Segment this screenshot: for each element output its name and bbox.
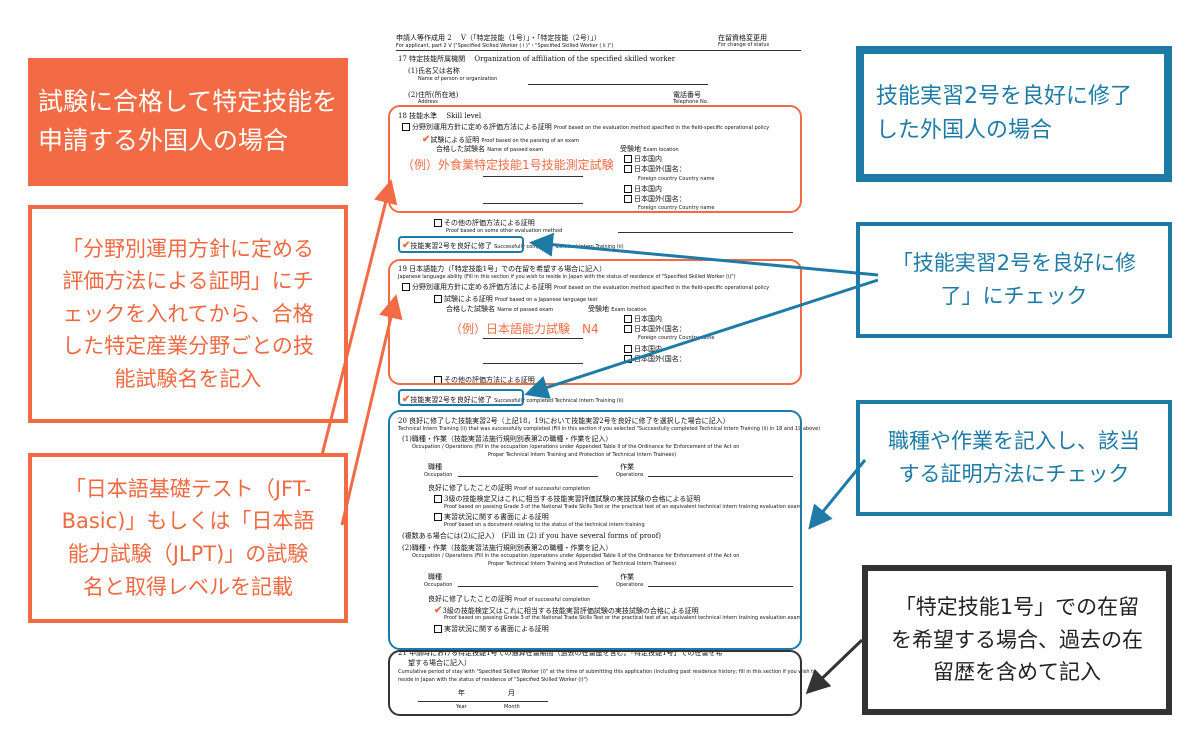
month-label: 月 (508, 689, 515, 697)
occupation-label-1: 職種 (428, 463, 442, 471)
other-method-18-en: Proof based on some other evaluation met… (446, 228, 563, 234)
section-20-occ-en2-1: Proper Technical Intern Training and Pro… (488, 452, 677, 458)
example-skill-exam: （例）外食業特定技能1号技能測定試験 (402, 158, 614, 172)
callout-stay-history: 「特定技能1号」での在留 を希望する場合、過去の在 留歴を含めて記入 (862, 565, 1172, 715)
frame-section-20 (388, 410, 802, 650)
operation-label-en-1: Operations (616, 472, 644, 478)
section-20-occ-2: (2)職種・作業（技能実習法施行規則別表第2の職種・作業を記入） (402, 544, 613, 552)
section-17-title: 17 特定技能所属機関 Organization of affiliation … (398, 55, 676, 63)
section-17-tel: 電話番号 (673, 91, 701, 99)
exam-location-label-19: 受験地 Exam location (588, 305, 647, 313)
occupation-label-en-2: Occupation (424, 582, 453, 588)
frame-intern-ok-19 (398, 389, 524, 406)
example-japanese-exam: （例）日本語能力試験 N4 (450, 322, 599, 336)
section-20-occ-en-2: Occupation / Operations (Fill in the occ… (412, 553, 740, 559)
foreign-country-3: Foreign country Country name (638, 335, 715, 341)
passed-exam-label: 合格した試験名 Name of passed exam (436, 145, 544, 153)
section-20-occ-1: (1)職種・作業（技能実習法施行規則別表第2の職種・作業を記入） (402, 435, 613, 443)
loc-japan-4: 日本国内 (624, 344, 662, 354)
section-17-address: (2)住所(所在地) (408, 91, 459, 99)
callout-check-intern: 「技能実習2号を良好に修 了」にチェック (856, 222, 1172, 338)
arrow-intern-18 (529, 232, 879, 277)
section-19-en: Japanese language ability (Fill in this … (398, 274, 736, 280)
month-label-en: Month (504, 704, 520, 710)
section-21-title-b: 望する場合に記入） (408, 659, 471, 667)
section-19-field: 分野別運用方針に定める評価方法による証明 Proof based on the … (402, 282, 769, 292)
callout-japanese-test: 「日本語基礎テスト（JFT- Basic)」もしくは「日本語 能力試験（JLPT… (28, 453, 348, 623)
proof-a-2: ✔3級の技能検定又はこれに相当する技能実習評価試験の実技試験の合格による証明 (434, 605, 699, 616)
form-header: 申請人等作成用 2 V（「特定技能（1号）」・「特定技能（2号）」） (396, 34, 601, 42)
form-header-en: For applicant, part 2 V ("Specified Skil… (396, 43, 614, 49)
status-label: 在留資格変更用 (718, 34, 767, 42)
section-18-exam: ✔試験による証明 Proof based on the passing of a… (422, 134, 579, 145)
occupation-label-2: 職種 (428, 573, 442, 581)
section-20-en: Technical Intern Training (ii) that was … (398, 426, 821, 432)
loc-abroad-3: 日本国外(国名： (624, 324, 686, 334)
section-20-title: 20 良好に修了した技能実習2号（上記18，19において技能実習2号を良好に修了… (398, 417, 730, 425)
arrow-stay-history (805, 638, 864, 695)
arrow-intern-19 (524, 278, 879, 399)
loc-japan-3: 日本国内 (624, 314, 662, 324)
section-21-title: 21 申請時における特定技能1号での通算在留期間（過去の在留歴を含む。「特定技能… (398, 649, 723, 657)
other-method-18: その他の評価方法による証明 (434, 218, 535, 228)
proof-b-en-1: Proof based on a document relating to th… (444, 522, 645, 528)
section-18-title: 18 技能水準 Skill level (398, 112, 482, 120)
loc-abroad-2: 日本国外(国名： (624, 194, 686, 204)
arrow-japanese-test (340, 294, 403, 526)
callout-field-method: 「分野別運用方針に定める 評価方法による証明」にチ ェックを入れてから、合格 し… (28, 205, 348, 423)
passed-exam-label-19: 合格した試験名 Name of passed exam (446, 305, 554, 313)
frame-section-18 (388, 105, 802, 213)
year-label: 年 (458, 689, 465, 697)
intern-ok-18: ✔技能実習2号を良好に修了 Successfully completed Tec… (402, 240, 624, 251)
callout-occupation: 職種や作業を記入し、該当 する証明方法にチェック (856, 400, 1172, 516)
proof-a-1: 3級の技能検定又はこれに相当する技能実習評価試験の実技試験の合格による証明 (434, 494, 700, 504)
proof-a-en-1: Proof based on passing Grade 3 of the Na… (444, 504, 802, 510)
section-17-name: (1)氏名又は名称 (408, 67, 460, 75)
loc-japan-2: 日本国内 (624, 184, 662, 194)
exam-location-label: 受験地 Exam location (620, 145, 679, 153)
foreign-country-1: Foreign country Country name (638, 176, 715, 182)
section-19-exam: 試験による証明 Proof based on a Japanese langua… (434, 294, 597, 304)
section-17-tel-en: Telephone No. (673, 99, 709, 105)
year-label-en: Year (456, 704, 467, 710)
callout-exam-applicant: 試験に合格して特定技能を 申請する外国人の場合 (28, 58, 348, 186)
arrow-field-method (320, 179, 398, 456)
section-20-occ-en-1: Occupation / Operations (Fill in the occ… (412, 444, 740, 450)
intern-ok-19: ✔技能実習2号を良好に修了 Successfully completed Tec… (402, 394, 624, 405)
operation-label-en-2: Operations (616, 582, 644, 588)
proof-b-1: 実習状況に関する書面による証明 (434, 512, 549, 522)
section-17-name-en: Name of person or organization (418, 76, 498, 82)
section-19-title: 19 日本語能力（「特定技能1号」での在留を希望する場合に記入） (398, 265, 607, 273)
loc-abroad-1: 日本国外(国名： (624, 164, 686, 174)
application-form: 申請人等作成用 2 V（「特定技能（1号）」・「特定技能（2号）」） For a… (388, 28, 820, 718)
section-21-en: Cumulative period of stay with "Specifie… (398, 669, 817, 675)
proof-b-2: 実習状況に関する書面による証明 (434, 624, 549, 634)
frame-section-21 (388, 650, 802, 716)
section-21-en2: reside in Japan with the status of resid… (398, 677, 588, 683)
multi-note: (複数ある場合には(2)に記入) (Fill in (2) if you hav… (402, 532, 662, 540)
proof-label-1: 良好に修了したことの証明 Proof of successful complet… (428, 484, 591, 492)
section-18-field: 分野別運用方針に定める評価方法による証明 Proof based on the … (402, 122, 769, 132)
loc-japan-1: 日本国内 (624, 154, 662, 164)
status-label-en: For change of status (718, 42, 770, 48)
operation-label-2: 作業 (620, 573, 634, 581)
proof-label-2: 良好に修了したことの証明 Proof of successful complet… (428, 595, 591, 603)
proof-a-en-2: Proof based on passing Grade 3 of the Na… (444, 615, 802, 621)
foreign-country-2: Foreign country Country name (638, 205, 715, 211)
section-20-occ-en2-2: Proper Technical Intern Training and Pro… (488, 561, 677, 567)
operation-label-1: 作業 (620, 463, 634, 471)
frame-intern-ok-18 (398, 236, 524, 253)
occupation-label-en-1: Occupation (424, 472, 453, 478)
callout-tech-intern-complete: 技能実習2号を良好に修了 した外国人の場合 (856, 46, 1172, 182)
section-17-address-en: Address (418, 99, 438, 105)
